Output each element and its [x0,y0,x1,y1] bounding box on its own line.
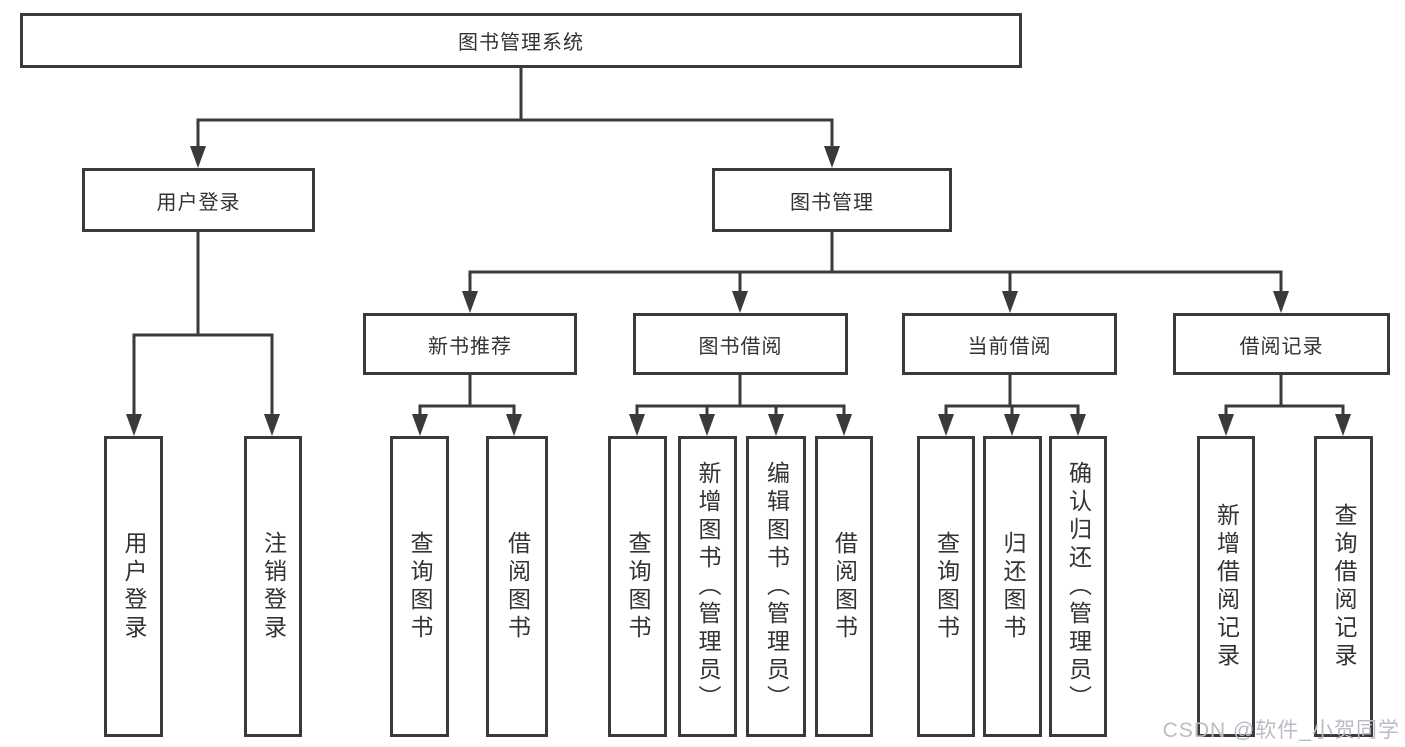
node-root: 图书管理系统 [20,13,1022,68]
leaf-logout: 注销登录 [244,436,302,737]
leaf-logout-label: 注销登录 [260,530,287,643]
leaf-borrow-edit: 编辑图书（管理员） [746,436,806,737]
node-user-login-label: 用户登录 [156,191,241,214]
connector-newbooks-to-leaves [412,373,522,436]
leaf-records-query-label: 查询借阅记录 [1331,502,1357,671]
leaf-current-confirm: 确认归还（管理员） [1049,436,1107,737]
leaf-records-add: 新增借阅记录 [1197,436,1255,737]
node-new-books: 新书推荐 [363,313,577,375]
node-current-borrow: 当前借阅 [902,313,1117,375]
leaf-current-query: 查询图书 [917,436,975,737]
leaf-newbooks-query-label: 查询图书 [407,530,433,643]
leaf-records-add-label: 新增借阅记录 [1213,502,1240,671]
node-current-borrow-label: 当前借阅 [967,335,1052,358]
leaf-newbooks-borrow: 借阅图书 [486,436,548,737]
leaf-borrow-query-label: 查询图书 [625,530,651,643]
leaf-newbooks-query: 查询图书 [390,436,449,737]
leaf-newbooks-borrow-label: 借阅图书 [504,530,531,643]
leaf-borrow-borrow-label: 借阅图书 [831,530,858,643]
connector-login-to-leaves [126,230,280,436]
leaf-user-login-label: 用户登录 [121,530,147,643]
connector-current-to-leaves [938,373,1086,436]
node-borrow-records-label: 借阅记录 [1239,335,1324,358]
csdn-watermark: CSDN @软件_小贺同学 [1162,719,1400,742]
node-book-borrow-label: 图书借阅 [698,335,783,358]
connector-borrow-to-leaves [629,373,852,436]
node-book-borrow: 图书借阅 [633,313,848,375]
node-borrow-records: 借阅记录 [1173,313,1390,375]
node-root-label: 图书管理系统 [458,32,584,54]
leaf-user-login: 用户登录 [104,436,163,737]
node-book-mgmt-label: 图书管理 [790,191,874,214]
node-new-books-label: 新书推荐 [428,335,512,358]
leaf-current-return-label: 归还图书 [1000,530,1026,643]
node-user-login: 用户登录 [82,168,315,232]
leaf-borrow-query: 查询图书 [608,436,667,737]
leaf-records-query: 查询借阅记录 [1314,436,1373,737]
leaf-current-query-label: 查询图书 [933,530,960,643]
connector-mgmt-to-level3 [462,230,1289,313]
leaf-borrow-borrow: 借阅图书 [815,436,873,737]
leaf-current-return: 归还图书 [983,436,1042,737]
leaf-borrow-add-label: 新增图书（管理员） [695,460,721,713]
leaf-current-confirm-label: 确认归还（管理员） [1065,460,1092,713]
connector-records-to-leaves [1218,373,1351,436]
leaf-borrow-add: 新增图书（管理员） [678,436,737,737]
leaf-borrow-edit-label: 编辑图书（管理员） [763,460,790,713]
connector-root-to-level2 [190,66,840,168]
node-book-mgmt: 图书管理 [712,168,952,232]
